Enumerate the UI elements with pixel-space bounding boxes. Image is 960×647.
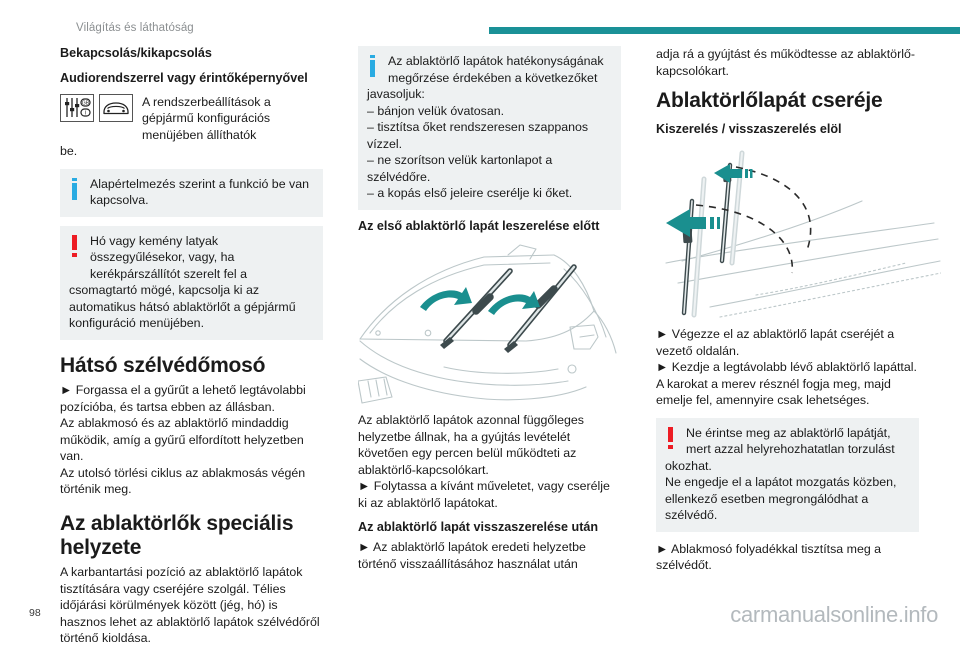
column-right: adja rá a gyújtást és működtesse az abla… [656,46,941,574]
info-icon [70,177,79,204]
warning-callout-rest: csomagtartó mögé, kapcsolja ki az automa… [69,283,296,331]
watermark: carmanualsonline.info [730,602,938,627]
warning-blade-rest: okozhat. [665,458,712,473]
info-care-item: – bánjon velük óvatosan. [367,103,505,118]
page-body: Bekapcsolás/kikapcsolás Audiorendszerrel… [0,46,960,645]
heading-hatso-szelvedomoso: Hátsó szélvédőmosó [60,353,266,377]
para-mid-2: ► Folytassa a kívánt műveletet, vagy cse… [358,479,610,510]
windshield-wipers-raise-figure [358,241,621,406]
para-specialis: A karbantartási pozíció az ablaktörlő la… [60,565,320,646]
heading-elso-lapat-leszerelese: Az első ablaktörlő lapát leszerelése elő… [358,218,600,233]
settings-sliders-icon: GB I [60,93,94,122]
para-right-1: ► Végezze el az ablaktörlő lapát cseréjé… [656,327,895,358]
warning-blade-lead: Ne érintse meg az ablaktörlő lapátját, m… [686,425,895,457]
warning-callout-blade: Ne érintse meg az ablaktörlő lapátját, m… [656,417,919,532]
info-care-rest: javasoljuk: [367,87,425,101]
vehicle-front-icon [99,93,133,122]
info-callout-default-on: Alapértelmezés szerint a funkció be van … [60,168,323,217]
header-accent-bar [489,27,960,34]
para-right-4: ► Ablakmosó folyadékkal tisztítsa meg a … [656,541,882,573]
heading-bekapcsolas: Bekapcsolás/kikapcsolás [60,46,212,60]
info-care-item: – a kopás első jeleire cserélje ki őket. [367,186,573,200]
info-callout-text: Alapértelmezés szerint a funkció be van … [90,176,310,208]
warning-blade-rest2: Ne engedje el a lapátot mozgatás közben,… [665,475,897,523]
info-care-item: – tisztítsa őket rendszeresen szappanos … [367,120,589,151]
warning-icon [70,234,79,261]
info-icon [368,55,377,81]
heading-ablaktorlolapat-csereje: Ablaktörlőlapát cseréje [656,89,883,112]
svg-text:I: I [85,110,87,116]
info-callout-wiper-care: Az ablaktörlő lapátok hatékonyságának me… [358,46,621,210]
para-mid-1: Az ablaktörlő lapátok azonnal függőleges… [358,413,584,477]
wiper-blade-removal-figure [656,145,941,320]
page-header: Világítás és láthatóság [0,0,960,42]
warning-callout-lead: Hó vagy kemény latyak összegyűlésekor, v… [90,233,248,281]
heading-audiorendszer: Audiorendszerrel vagy érintőképernyővel [60,70,308,85]
para-hatso-1: ► Forgassa el a gyűrűt a lehető legtávol… [60,383,306,414]
para-right-3: A karokat a merev résznél fogja meg, maj… [656,376,891,408]
page-number: 98 [29,607,41,619]
heading-visszaszerelese-utan: Az ablaktörlő lapát visszaszerelése után [358,520,599,535]
svg-text:GB: GB [82,100,90,106]
para-mid-3: ► Az ablaktörlő lapátok eredeti helyzetb… [358,540,586,571]
para-right-2: ► Kezdje a legtávolabb lévő ablaktörlő l… [656,360,917,375]
info-care-item: – ne szorítson velük kartonlapot a szélv… [367,153,553,184]
column-left: Bekapcsolás/kikapcsolás Audiorendszerrel… [60,46,323,647]
warning-callout-snow: Hó vagy kemény latyak összegyűlésekor, v… [60,225,323,340]
heading-kiszereles-visszaszereles: Kiszerelés / visszaszerelés elöl [656,122,842,137]
column-middle: Az ablaktörlő lapátok hatékonyságának me… [358,46,621,572]
para-right-top: adja rá a gyújtást és működtesse az abla… [656,47,915,78]
config-icons-text: A rendszerbeállítások a gépjármű konfigu… [142,94,271,142]
info-care-lead: Az ablaktörlő lapátok hatékonyságának me… [388,54,604,85]
config-icons-row: GB I A rendszerbeállítások a gépjármű ko… [60,93,323,144]
chapter-title: Világítás és láthatóság [76,22,194,34]
warning-icon [666,426,675,453]
para-hatso-3: Az utolsó törlési ciklus az ablakmosás v… [60,465,306,497]
config-icons-text-cont: be. [60,144,78,159]
para-hatso-2: Az ablakmosó és az ablaktörlő mindaddig … [60,416,304,464]
heading-specialis-helyzete: Az ablaktörlők speciális helyzete [60,511,294,559]
